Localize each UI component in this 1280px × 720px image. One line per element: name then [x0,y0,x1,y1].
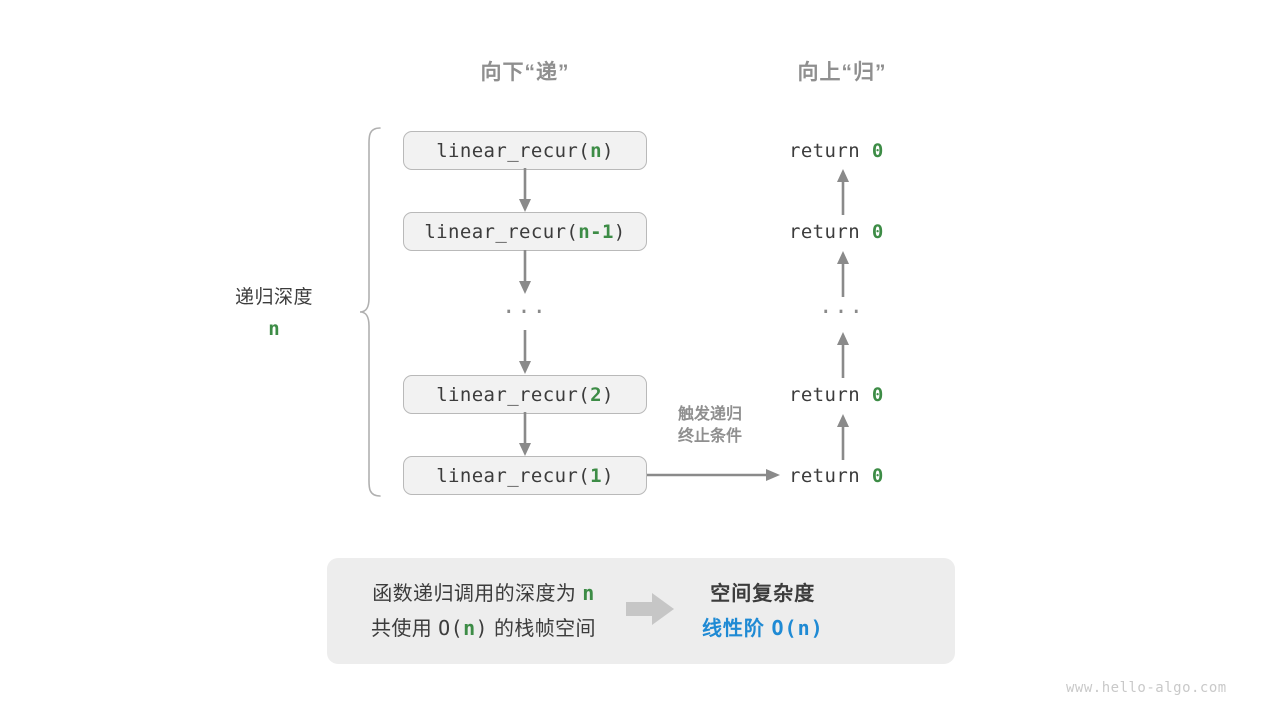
base-case-arrow-icon [647,469,780,481]
depth-brace-icon [359,127,381,497]
return-keyword: return [789,140,861,162]
summary-left-line-2: 共使用 O(n) 的栈帧空间 [371,611,596,646]
call-box-prefix: linear_recur( [436,139,591,162]
base-case-note-line2: 终止条件 [677,428,742,445]
call-box-prefix: linear_recur( [436,464,591,487]
summary-depth-value: n [582,581,595,605]
summary-usage-suffix: 的栈帧空间 [493,618,596,640]
call-box-prefix: linear_recur( [424,220,579,243]
call-box-row-2: linear_recur(n-1) [403,212,647,251]
return-value: 0 [871,465,884,487]
call-column-ellipsis: ··· [502,300,548,325]
return-row-2: return 0 [789,221,884,243]
call-box-suffix: ) [601,383,614,406]
return-keyword: return [789,384,861,406]
down-arrow-4-icon [519,412,531,456]
space-complexity-order: 线性阶 [701,617,765,640]
return-keyword: return [789,465,861,487]
recursion-depth-label: 递归深度 n [194,282,354,340]
up-arrow-2-icon [837,251,849,297]
call-box-suffix: ) [601,464,614,487]
call-box-row-4: linear_recur(2) [403,375,647,414]
summary-right: 空间复杂度 线性阶 O(n) [702,577,824,646]
base-case-note-line1: 触发递归 [677,406,742,423]
return-value: 0 [871,384,884,406]
call-box-suffix: ) [613,220,626,243]
summary-left-line-1: 函数递归调用的深度为 n [371,576,596,611]
summary-usage-close: ) [475,616,488,640]
return-row-4: return 0 [789,384,884,406]
call-box-arg: n [590,139,602,162]
summary-panel: 函数递归调用的深度为 n 共使用 O(n) 的栈帧空间 空间复杂度 线性阶 O(… [327,558,955,664]
call-box-row-5: linear_recur(1) [403,456,647,495]
right-block-arrow-icon [625,592,674,625]
space-complexity-notation: O(n) [771,615,824,640]
return-value: 0 [871,221,884,243]
up-arrow-1-icon [837,169,849,215]
return-row-1: return 0 [789,140,884,162]
down-arrow-1-icon [519,168,531,212]
call-box-row-1: linear_recur(n) [403,131,647,170]
call-box-arg: n-1 [578,220,614,243]
base-case-note: 触发递归 终止条件 [645,404,775,448]
summary-usage-var: n [463,616,476,640]
recursion-depth-value: n [268,318,280,340]
heading-ascend: 向上“归” [797,61,887,84]
return-column-ellipsis: ··· [819,300,865,325]
summary-usage-prefix: 共使用 [371,618,433,640]
up-arrow-4-icon [837,414,849,460]
up-arrow-3-icon [837,332,849,378]
down-arrow-2-icon [519,250,531,294]
down-arrow-3-icon [519,330,531,374]
summary-arrow [625,592,676,631]
heading-descend: 向下“递” [480,61,570,84]
recursion-depth-text: 递归深度 [234,287,313,308]
summary-usage-open: O( [438,616,464,640]
call-box-suffix: ) [601,139,614,162]
space-complexity-value: 线性阶 O(n) [702,611,824,646]
summary-depth-text: 函数递归调用的深度为 [372,583,577,605]
return-keyword: return [789,221,861,243]
return-row-5: return 0 [789,465,884,487]
call-box-prefix: linear_recur( [436,383,591,406]
call-box-arg: 1 [590,464,602,487]
call-box-arg: 2 [590,383,602,406]
return-value: 0 [871,140,884,162]
watermark: www.hello-algo.com [1066,680,1227,696]
space-complexity-title: 空间复杂度 [710,582,816,605]
summary-left: 函数递归调用的深度为 n 共使用 O(n) 的栈帧空间 [327,576,596,646]
